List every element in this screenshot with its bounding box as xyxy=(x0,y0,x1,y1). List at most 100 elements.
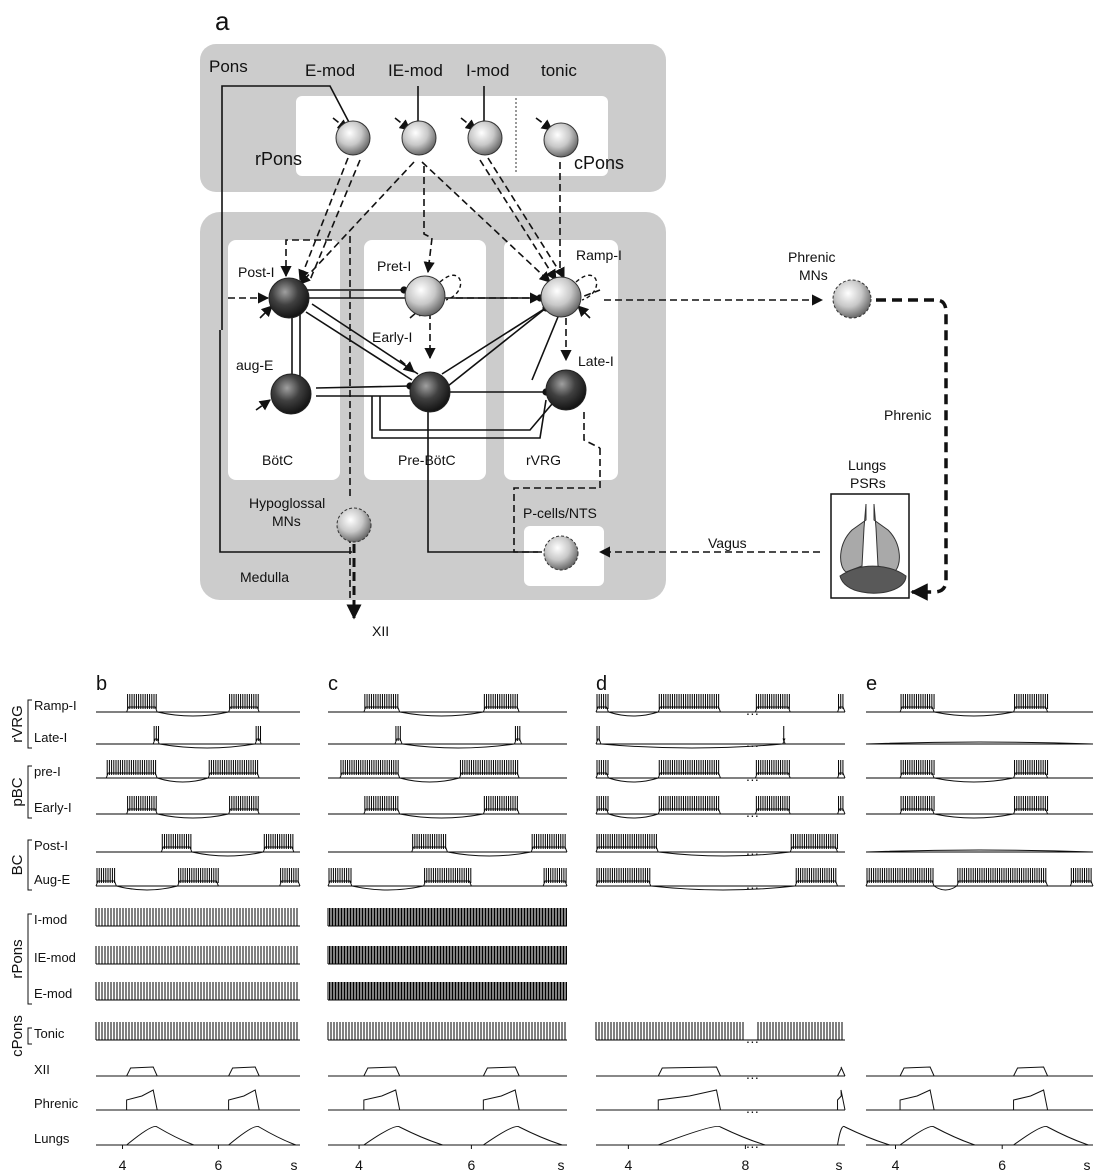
pons-col-imod: I-mod xyxy=(466,61,509,80)
trace-b-row-3 xyxy=(96,796,300,818)
gap-ellipsis: … xyxy=(745,1030,759,1046)
trace-e-row-1 xyxy=(866,742,1093,744)
motor-b-XII xyxy=(96,1067,300,1076)
gap-ellipsis: … xyxy=(745,1066,759,1082)
motor-b-Phrenic xyxy=(96,1090,300,1110)
post-i-label: Post-I xyxy=(238,264,275,280)
rvrg-label: rVRG xyxy=(526,452,561,468)
imod-cell xyxy=(468,121,502,155)
pret-i-label: Pret-I xyxy=(377,258,411,274)
trace-panel-c xyxy=(328,694,567,1149)
gap-ellipsis: … xyxy=(745,768,759,784)
group-bracket-BC xyxy=(28,840,32,890)
trace-c-row-3 xyxy=(328,796,567,818)
late-i-label: Late-I xyxy=(578,353,614,369)
group-bracket-rPons xyxy=(28,914,32,1004)
post-i-cell xyxy=(269,278,309,318)
row-label-Phrenic: Phrenic xyxy=(34,1096,79,1111)
trace-e-row-5 xyxy=(866,868,1093,890)
gap-ellipsis: … xyxy=(745,734,759,750)
motor-d-XII xyxy=(596,1067,845,1076)
late-i-cell xyxy=(546,370,586,410)
phrenic-mns-label-2: MNs xyxy=(799,267,828,283)
trace-b-row-8 xyxy=(96,982,300,1000)
x-unit-c: s xyxy=(558,1157,565,1173)
gap-ellipsis: … xyxy=(745,842,759,858)
gap-ellipsis: … xyxy=(745,702,759,718)
gap-ellipsis: … xyxy=(745,804,759,820)
motor-e-XII xyxy=(866,1067,1093,1076)
row-label-E-mod: E-mod xyxy=(34,986,72,1001)
trace-d-row-1 xyxy=(596,726,845,748)
prebotc-label: Pre-BötC xyxy=(398,452,456,468)
lungs-icon: Lungs PSRs xyxy=(831,457,909,598)
x-tick-d-8: 8 xyxy=(742,1157,750,1173)
x-tick-c-4: 4 xyxy=(355,1157,363,1173)
xii-label: XII xyxy=(372,623,389,639)
group-bracket-pBC xyxy=(28,766,32,818)
trace-b-row-9 xyxy=(96,1022,300,1040)
row-label-Post-I: Post-I xyxy=(34,838,68,853)
trace-e-row-4 xyxy=(866,850,1093,852)
emod-cell xyxy=(336,121,370,155)
motor-e-Lungs xyxy=(866,1126,1093,1145)
x-unit-b: s xyxy=(291,1157,298,1173)
row-label-Early-I: Early-I xyxy=(34,800,72,815)
trace-c-row-5 xyxy=(328,868,567,890)
group-bracket-cPons xyxy=(28,1028,32,1044)
trace-c-row-1 xyxy=(328,726,567,748)
motor-d-Lungs xyxy=(596,1126,890,1145)
motor-c-Phrenic xyxy=(328,1090,567,1110)
lungs-label: Lungs xyxy=(848,457,886,473)
panel-a-letter: a xyxy=(215,6,230,36)
group-label-cPons: cPons xyxy=(9,1015,26,1057)
trace-c-row-8 xyxy=(328,982,567,1000)
group-bracket-rVRG xyxy=(28,700,32,748)
trace-panel-b xyxy=(96,694,300,1149)
pons-col-iemod: IE-mod xyxy=(388,61,443,80)
pons-col-emod: E-mod xyxy=(305,61,355,80)
trace-d-row-5 xyxy=(596,868,845,890)
row-label-IE-mod: IE-mod xyxy=(34,950,76,965)
row-label-Lungs: Lungs xyxy=(34,1131,70,1146)
x-tick-e-4: 4 xyxy=(892,1157,900,1173)
motor-b-Lungs xyxy=(96,1126,300,1145)
psrs-label: PSRs xyxy=(850,475,886,491)
hypoglossal-mn-cell xyxy=(337,508,371,542)
gap-ellipsis: … xyxy=(745,876,759,892)
trace-d-row-4 xyxy=(596,834,845,856)
panel-letter-b: b xyxy=(96,673,107,695)
early-i-cell xyxy=(410,372,450,412)
pcell xyxy=(544,536,578,570)
pcells-label: P-cells/NTS xyxy=(523,505,597,521)
panel-letter-e: e xyxy=(866,673,877,695)
trace-b-row-6 xyxy=(96,908,300,926)
trace-c-row-7 xyxy=(328,946,567,964)
trace-e-row-0 xyxy=(866,694,1093,716)
trace-d-row-2 xyxy=(596,760,845,782)
row-label-Ramp-I: Ramp-I xyxy=(34,698,77,713)
x-tick-e-6: 6 xyxy=(998,1157,1006,1173)
iemod-cell xyxy=(402,121,436,155)
phrenic-label: Phrenic xyxy=(884,407,931,423)
ramp-i-cell xyxy=(541,277,581,317)
motor-c-Lungs xyxy=(328,1126,567,1145)
hypoglossal-label-1: Hypoglossal xyxy=(249,495,325,511)
aug-e-cell xyxy=(271,374,311,414)
phrenic-mn-cell xyxy=(833,280,871,318)
trace-b-row-0 xyxy=(96,694,300,716)
row-label-pre-I: pre-I xyxy=(34,764,61,779)
trace-d-row-3 xyxy=(596,796,845,818)
tonic-cell xyxy=(544,123,578,157)
row-label-XII: XII xyxy=(34,1062,50,1077)
trace-panel-e xyxy=(866,694,1093,1149)
motor-e-Phrenic xyxy=(866,1090,1093,1110)
ramp-i-label: Ramp-I xyxy=(576,247,622,263)
group-label-BC: BC xyxy=(9,854,26,875)
x-unit-e: s xyxy=(1084,1157,1091,1173)
trace-c-row-4 xyxy=(328,834,567,856)
vagus-label: Vagus xyxy=(708,535,747,551)
trace-d-row-9 xyxy=(596,1022,845,1040)
aug-e-label: aug-E xyxy=(236,357,273,373)
